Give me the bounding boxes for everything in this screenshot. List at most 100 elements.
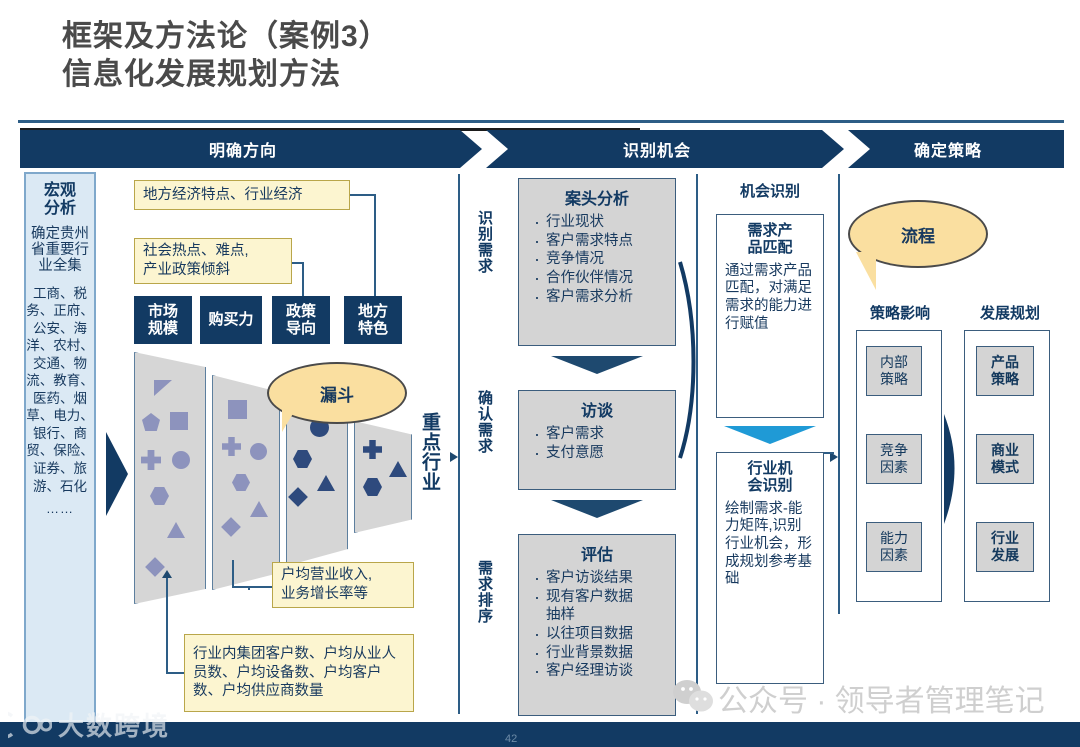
shape-square <box>170 412 188 430</box>
content-box-evaluation-title: 评估 <box>580 547 613 564</box>
content-box-evaluation: 评估 客户访谈结果 现有客户数据 抽样 以往项目数据 行业背景数据 客户经理访谈 <box>518 534 676 716</box>
phase-2[interactable]: 识别机会 <box>486 130 844 168</box>
shape-circle <box>250 443 267 460</box>
box-industry-opportunity: 行业机 会识别 绘制需求-能力矩阵,识别行业机会，形成规划参考基础 <box>716 452 824 684</box>
list-item: 合作伙伴情况 <box>533 268 675 290</box>
strategy-item-internal[interactable]: 内部 策略 <box>866 346 922 396</box>
down-arrow-2 <box>551 500 643 518</box>
sidebar-heading-1: 宏观 <box>43 182 76 199</box>
driver-box-purchasing-power-label: 购买力 <box>208 311 254 329</box>
arrow-into-col2 <box>450 452 458 462</box>
banner-topline <box>20 128 640 131</box>
shape-hexagon <box>363 478 382 496</box>
note-local-economy-text: 地方经济特点、行业经济 <box>143 186 303 203</box>
col4-heading-strategy-impact: 策略影响 <box>869 305 930 322</box>
plan-item-business-model[interactable]: 商业 模式 <box>976 434 1034 484</box>
down-arrow-blue <box>724 426 816 444</box>
shape-hexagon <box>232 474 250 491</box>
list-item: 以往项目数据 <box>533 624 675 646</box>
sidebar-industry-list: 工商、税务、正府、公安、海洋、农村、交通、物流、教育、医药、烟草、电力、银行、商… <box>26 285 94 494</box>
list-item: 客户需求特点 <box>533 231 675 253</box>
list-item: 抽样 <box>546 607 575 624</box>
arrow-strategy-to-plan <box>944 414 955 524</box>
column-divider-1 <box>458 174 460 714</box>
shape-triangle <box>154 380 172 396</box>
list-item: 行业现状 <box>533 212 675 234</box>
driver-box-local-feature-label: 地方 特色 <box>357 302 388 337</box>
content-box-interview-list: 客户需求 支付意愿 <box>533 424 675 464</box>
stage-label-identify: 识别需求 <box>476 210 493 274</box>
title-divider <box>18 120 1064 123</box>
plan-item-product-strategy-label: 产品 策略 <box>991 354 1019 387</box>
driver-box-local-feature[interactable]: 地方 特色 <box>344 296 402 344</box>
driver-box-purchasing-power[interactable]: 购买力 <box>200 296 262 344</box>
note-social-policy-text: 社会热点、难点, 产业政策倾斜 <box>143 243 249 278</box>
connector-h-1 <box>350 194 376 196</box>
callout-process-tail <box>856 252 876 290</box>
connector-v-4 <box>166 578 168 674</box>
connector-h-2 <box>292 262 304 264</box>
strategy-item-capability-label: 能力 因素 <box>880 530 908 563</box>
list-item: 竞争情况 <box>533 249 675 271</box>
curved-arrow-col2-col3 <box>678 261 696 459</box>
strategy-item-capability[interactable]: 能力 因素 <box>866 522 922 572</box>
connector-v-2 <box>302 262 304 296</box>
content-box-desk-research: 案头分析 行业现状 客户需求特点 竞争情况 合作伙伴情况 客户需求分析 <box>518 178 676 346</box>
driver-box-policy-label: 政策 导向 <box>285 302 316 337</box>
shape-hexagon <box>150 487 169 505</box>
sidebar-to-funnel-arrow <box>106 432 128 516</box>
down-arrow-1 <box>551 356 643 374</box>
content-box-interview-title: 访谈 <box>580 403 613 420</box>
list-item: 行业背景数据 <box>533 643 675 665</box>
brand-mark-icon <box>8 711 52 738</box>
callout-process-label: 流程 <box>901 226 935 246</box>
phase-1[interactable]: 明确方向 <box>20 130 482 168</box>
connector-arrow-up <box>162 570 172 578</box>
callout-funnel-label: 漏斗 <box>320 385 354 405</box>
column-divider-2 <box>696 174 698 714</box>
sidebar-ellipsis: …… <box>46 501 74 517</box>
note-revenue: 户均营业收入, 业务增长率等 <box>272 562 414 608</box>
plan-item-product-strategy[interactable]: 产品 策略 <box>976 346 1034 396</box>
title-line-1: 框架及方法论（案例3） <box>62 20 390 53</box>
shape-triangle-up <box>167 522 185 538</box>
box-demand-product-match: 需求产 品匹配 通过需求产品匹配，对满足需求的能力进行赋值 <box>716 214 824 418</box>
funnel-panel-4 <box>354 421 412 533</box>
arrow-into-col4 <box>830 452 838 462</box>
phase-banner: 明确方向 识别机会 确定策略 <box>20 130 1064 168</box>
column-divider-3 <box>838 174 840 614</box>
stage-label-confirm: 确认需求 <box>476 390 493 454</box>
content-box-evaluation-list: 客户访谈结果 现有客户数据 抽样 以往项目数据 行业背景数据 客户经理访谈 <box>533 568 675 683</box>
shape-circle <box>172 451 190 469</box>
col4-heading-dev-plan: 发展规划 <box>979 305 1040 322</box>
driver-box-market-scale-label: 市场 规模 <box>147 302 178 337</box>
connector-v-1 <box>374 194 376 296</box>
brand-logo: 大数跨境 <box>8 706 170 743</box>
list-item: 客户需求 <box>533 424 675 446</box>
connector-v-3 <box>232 560 234 586</box>
brand-name: 大数跨境 <box>58 711 171 741</box>
content-box-desk-research-title: 案头分析 <box>564 191 629 208</box>
sidebar-subtitle: 确定贵州省重要行业全集 <box>31 225 89 275</box>
list-item: 客户访谈结果 <box>533 568 675 590</box>
strategy-item-internal-label: 内部 策略 <box>880 354 908 387</box>
plan-item-industry-dev[interactable]: 行业 发展 <box>976 522 1034 572</box>
driver-box-policy[interactable]: 政策 导向 <box>272 296 330 344</box>
shape-square <box>228 400 247 419</box>
macro-analysis-sidebar: 宏观 分析 确定贵州省重要行业全集 工商、税务、正府、公安、海洋、农村、交通、物… <box>24 172 96 724</box>
list-item: 现有客户数据 <box>533 587 675 609</box>
phase-3[interactable]: 确定策略 <box>848 130 1064 168</box>
connector-h-3 <box>232 586 272 588</box>
title-line-2: 信息化发展规划方法 <box>62 58 341 92</box>
callout-funnel-tail <box>282 402 300 432</box>
sidebar-heading-2: 分析 <box>43 199 76 217</box>
connector-v-5 <box>248 586 250 590</box>
box-demand-product-match-text: 通过需求产品匹配，对满足需求的能力进行赋值 <box>725 262 812 332</box>
content-box-interview: 访谈 客户需求 支付意愿 <box>518 390 676 490</box>
box-demand-product-match-title: 需求产 品匹配 <box>747 222 793 256</box>
driver-box-market-scale[interactable]: 市场 规模 <box>134 296 192 344</box>
box-industry-opportunity-title: 行业机 会识别 <box>747 460 793 494</box>
strategy-item-competition[interactable]: 竞争 因素 <box>866 434 922 484</box>
list-item: 客户经理访谈 <box>533 661 675 683</box>
